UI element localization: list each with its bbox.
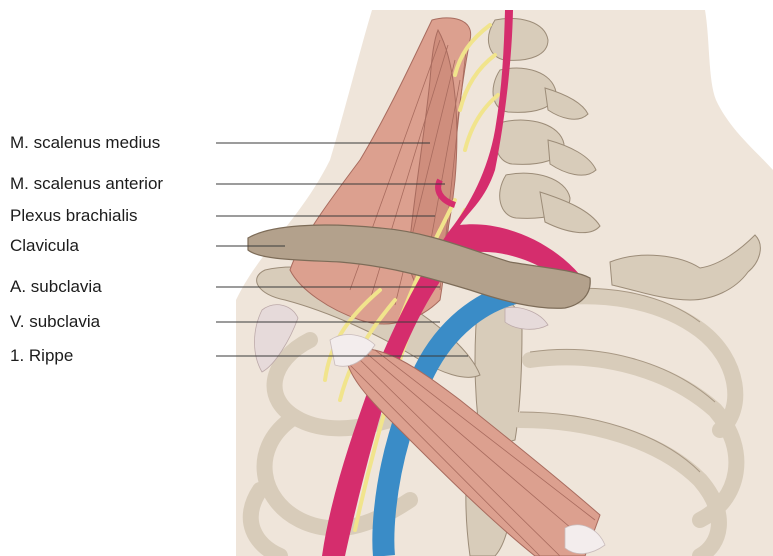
- background-notch: [716, 10, 773, 132]
- label-clavicula: Clavicula: [10, 236, 79, 256]
- label-a-subclavia: A. subclavia: [10, 277, 102, 297]
- label-v-subclavia: V. subclavia: [10, 312, 100, 332]
- label-scalenus-medius: M. scalenus medius: [10, 133, 160, 153]
- label-scalenus-anterior: M. scalenus anterior: [10, 174, 163, 194]
- label-first-rib: 1. Rippe: [10, 346, 73, 366]
- label-plexus-brachialis: Plexus brachialis: [10, 206, 138, 226]
